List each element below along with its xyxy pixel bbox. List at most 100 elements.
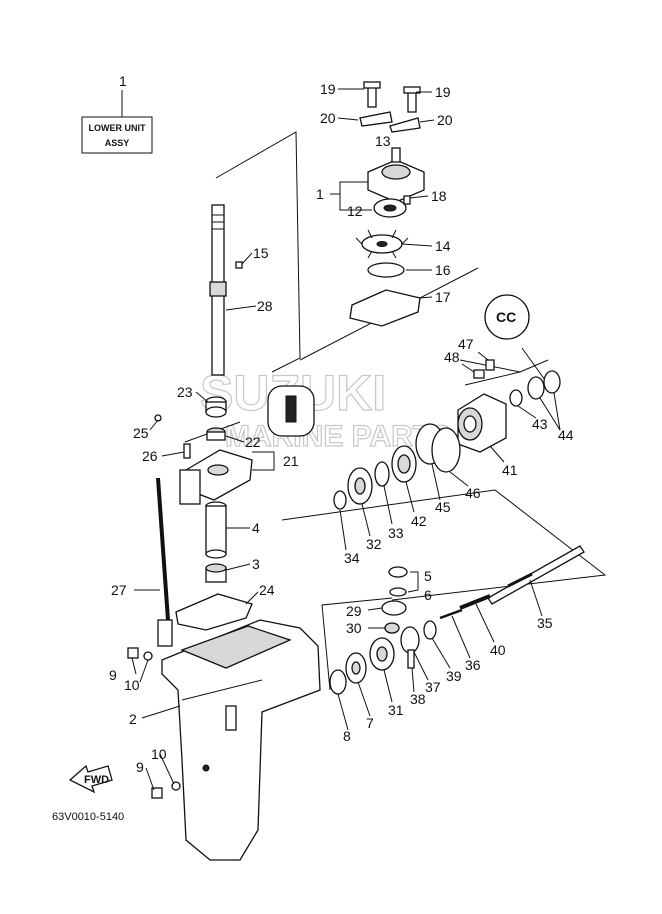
callout-19b: 19 bbox=[435, 84, 451, 100]
fwd-text: FWD bbox=[84, 774, 109, 786]
callout-32: 32 bbox=[366, 536, 382, 552]
callout-2: 2 bbox=[129, 711, 137, 727]
ring-39 bbox=[423, 620, 437, 640]
callout-48: 48 bbox=[444, 349, 460, 365]
gasket-ring-16 bbox=[367, 262, 405, 278]
clutch-dog-37 bbox=[400, 626, 420, 669]
fwd-arrow-icon: FWD bbox=[68, 764, 113, 794]
bolts-9-10-upper bbox=[127, 647, 153, 661]
bearing-7 bbox=[345, 652, 367, 684]
circlip-8 bbox=[329, 669, 347, 695]
callout-28: 28 bbox=[257, 298, 273, 314]
propeller-shaft-housing bbox=[457, 393, 507, 453]
water-tube-4 bbox=[205, 501, 227, 559]
callout-6: 6 bbox=[424, 587, 432, 603]
callout-40: 40 bbox=[490, 642, 506, 658]
callout-18: 18 bbox=[431, 188, 447, 204]
seal-43-44 bbox=[509, 370, 561, 407]
callout-19a: 19 bbox=[320, 81, 336, 97]
bearing-42 bbox=[391, 445, 417, 483]
callout-14: 14 bbox=[435, 238, 451, 254]
callout-7: 7 bbox=[366, 715, 374, 731]
callout-13: 13 bbox=[375, 133, 391, 149]
pin-15 bbox=[235, 261, 243, 269]
callout-1: 1 bbox=[119, 73, 127, 89]
callout-17: 17 bbox=[435, 289, 451, 305]
callout-10b: 10 bbox=[151, 746, 167, 762]
callout-36: 36 bbox=[465, 657, 481, 673]
bolt-26 bbox=[183, 443, 191, 459]
grease-tube bbox=[285, 395, 297, 423]
shift-rod-27 bbox=[156, 477, 173, 647]
callout-26: 26 bbox=[142, 448, 158, 464]
callout-20a: 20 bbox=[320, 110, 336, 126]
callout-47: 47 bbox=[458, 336, 474, 352]
gasket-24 bbox=[175, 593, 253, 631]
drive-shaft bbox=[209, 204, 227, 376]
callout-43: 43 bbox=[532, 416, 548, 432]
callout-15: 15 bbox=[253, 245, 269, 261]
pin-36 bbox=[439, 608, 463, 620]
callout-35: 35 bbox=[537, 615, 553, 631]
sealant-tag-text: CC bbox=[496, 309, 516, 325]
callout-8: 8 bbox=[343, 728, 351, 744]
callout-22: 22 bbox=[245, 434, 261, 450]
callout-4: 4 bbox=[252, 520, 260, 536]
callout-9b: 9 bbox=[136, 759, 144, 775]
nut-washer-5-6 bbox=[388, 566, 408, 597]
reverse-gear-31 bbox=[369, 637, 395, 671]
impeller bbox=[355, 229, 409, 259]
callout-46: 46 bbox=[465, 485, 481, 501]
callout-33: 33 bbox=[388, 525, 404, 541]
callout-34: 34 bbox=[344, 550, 360, 566]
outer-plate-17 bbox=[349, 289, 421, 327]
propeller-shaft-35 bbox=[487, 545, 585, 605]
water-pump-assembly bbox=[359, 81, 425, 218]
label-box-frame bbox=[81, 116, 153, 154]
callout-30: 30 bbox=[346, 620, 362, 636]
leader-lines bbox=[131, 88, 561, 791]
label-box-line2: ASSY bbox=[105, 138, 130, 148]
label-box-line1: LOWER UNIT bbox=[89, 123, 146, 133]
pin-25 bbox=[154, 414, 162, 422]
callout-41: 41 bbox=[502, 462, 518, 478]
spring-40 bbox=[459, 594, 491, 610]
watermark-line2: MARINE PARTS bbox=[225, 420, 451, 453]
lower-casing-2 bbox=[161, 619, 321, 861]
bolts-9-10-lower bbox=[151, 781, 181, 799]
washer-33 bbox=[374, 461, 390, 487]
lower-unit-assy-box: LOWER UNIT ASSY bbox=[81, 90, 153, 154]
callout-3: 3 bbox=[252, 556, 260, 572]
forward-gear-32 bbox=[347, 467, 373, 505]
callout-25: 25 bbox=[133, 425, 149, 441]
sealant-cc-icon: CC bbox=[484, 294, 530, 340]
callout-10a: 10 bbox=[124, 677, 140, 693]
callout-31: 31 bbox=[388, 702, 404, 718]
watermark: SUZUKI MARINE PARTS bbox=[199, 364, 451, 453]
shim-34 bbox=[333, 490, 347, 510]
grommet-3 bbox=[205, 563, 227, 583]
diagram-code: 63V0010-5140 bbox=[52, 811, 124, 823]
callout-16: 16 bbox=[435, 262, 451, 278]
water-pump-housing-21 bbox=[179, 449, 253, 505]
callout-29: 29 bbox=[346, 603, 362, 619]
callout-21: 21 bbox=[283, 453, 299, 469]
bushings-22-23 bbox=[205, 396, 227, 441]
callout-39: 39 bbox=[446, 668, 462, 684]
callout-20b: 20 bbox=[437, 112, 453, 128]
callout-24: 24 bbox=[259, 582, 275, 598]
callout-44: 44 bbox=[558, 427, 574, 443]
callout-12: 12 bbox=[347, 203, 363, 219]
callout-5: 5 bbox=[424, 568, 432, 584]
callout-38: 38 bbox=[410, 691, 426, 707]
callout-1b: 1 bbox=[316, 186, 324, 202]
callout-27: 27 bbox=[111, 582, 127, 598]
callout-23: 23 bbox=[177, 384, 193, 400]
callout-45: 45 bbox=[435, 499, 451, 515]
callout-42: 42 bbox=[411, 513, 427, 529]
callout-labels: 1 19 19 20 20 13 1 18 12 14 15 16 17 28 … bbox=[109, 73, 574, 775]
callout-37: 37 bbox=[425, 679, 441, 695]
callout-9a: 9 bbox=[109, 667, 117, 683]
o-ring-46 bbox=[431, 427, 461, 473]
